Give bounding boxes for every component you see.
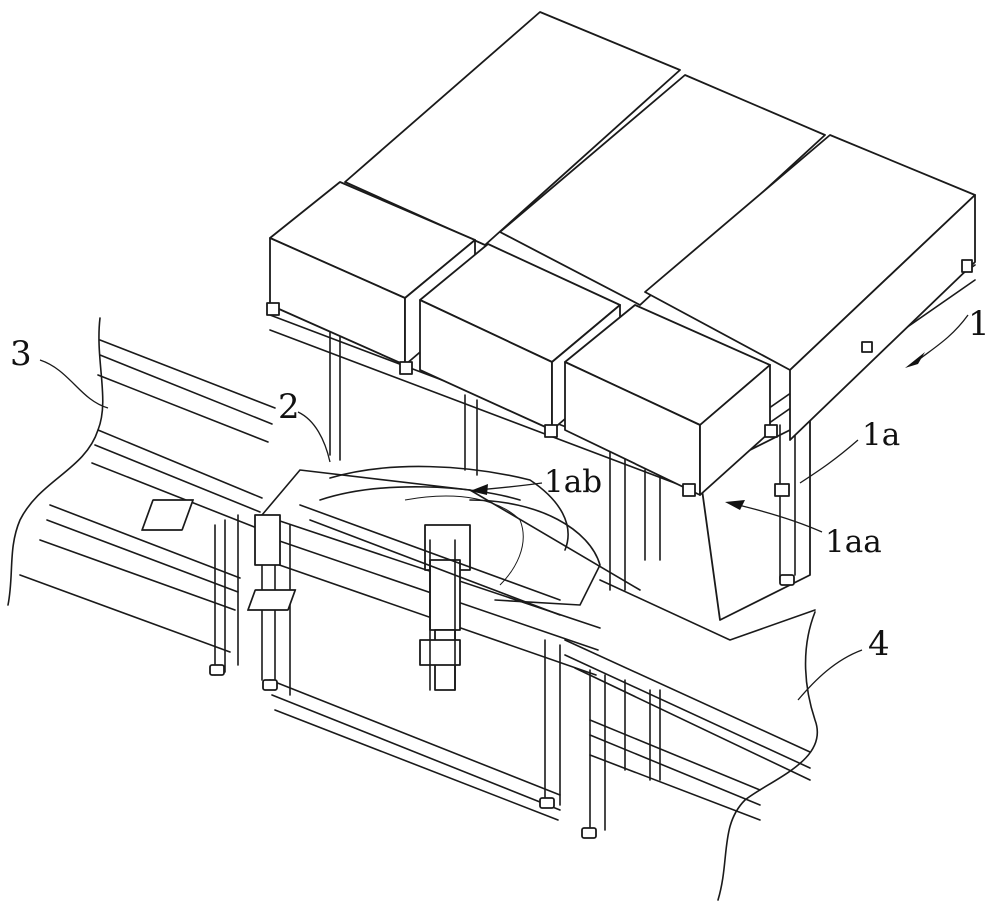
center-frame [141,465,641,821]
leader-4 [797,649,863,701]
arrow-1ab [470,484,488,495]
arrow-1aa [725,500,745,510]
label-1aa: 1aa [825,524,882,560]
leader-3 [39,359,109,409]
left-conveyor [7,317,276,676]
right-conveyor [564,579,819,901]
arrow-1 [905,352,925,368]
label-1ab: 1ab [544,464,602,500]
label-3: 3 [10,334,32,374]
leader-lines [39,314,969,701]
upper-box-unit [266,11,976,621]
label-4: 4 [868,624,890,664]
label-1: 1 [968,304,990,344]
leader-1a [799,439,859,484]
label-1a: 1a [862,417,900,453]
label-2: 2 [278,387,300,427]
leader-2 [297,411,331,463]
